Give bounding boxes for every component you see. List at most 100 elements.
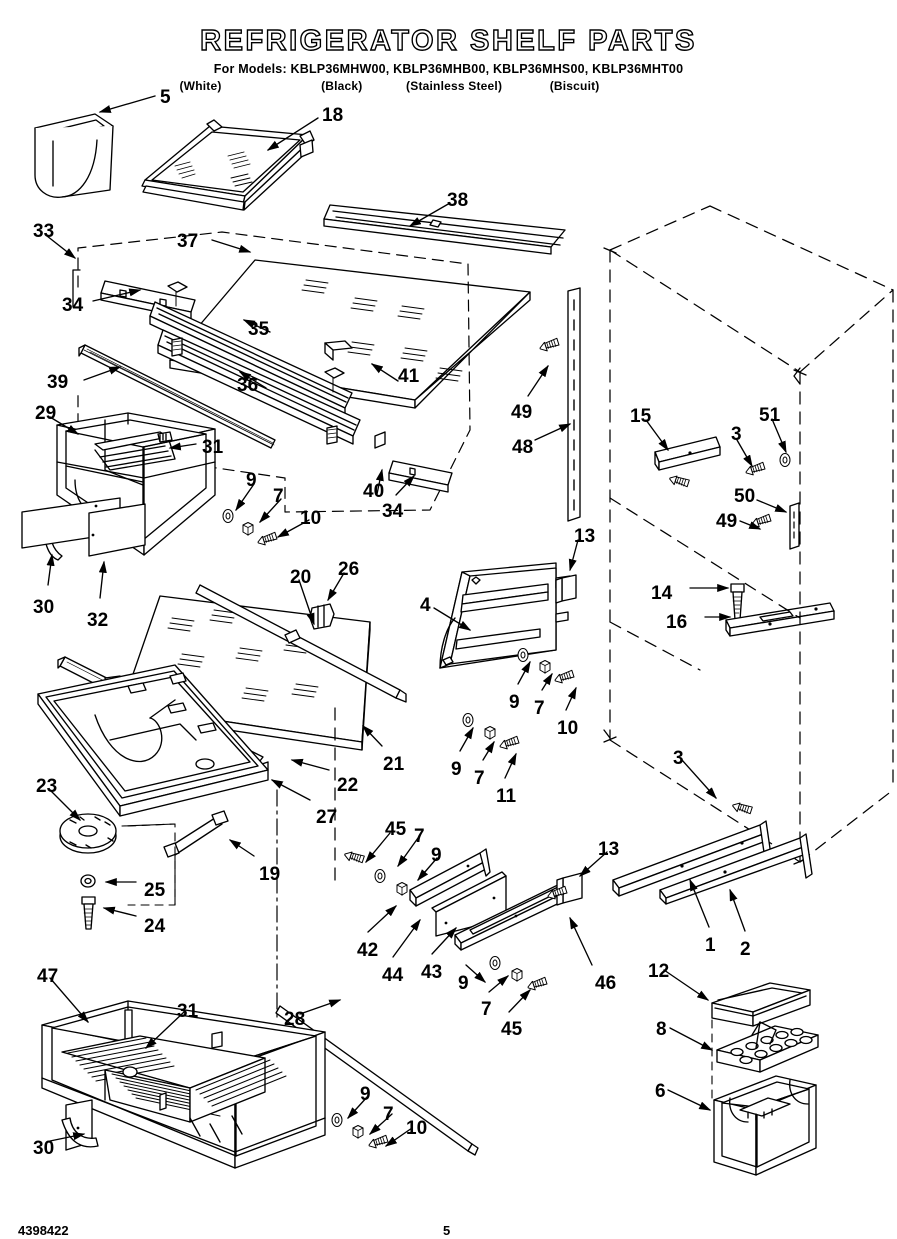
part-51-shape (779, 452, 791, 468)
fastener-stack-4a (517, 647, 576, 686)
part-14-screw-right (667, 473, 690, 490)
part-13b-shape (556, 872, 583, 906)
callout-number: 42 (357, 940, 379, 961)
callout-number: 27 (316, 807, 338, 828)
callout-number: 1 (705, 935, 716, 956)
callout-number: 28 (284, 1009, 306, 1030)
callout-number: 41 (398, 366, 420, 387)
part-20-shape (195, 584, 407, 703)
fastener-stack-29 (222, 508, 279, 548)
callout-number: 13 (574, 526, 596, 547)
part-34b-shape (388, 460, 453, 493)
callout-number: 40 (363, 481, 385, 502)
color-stainless-steel: (Stainless Steel) (406, 79, 503, 93)
callout-number: 25 (144, 880, 166, 901)
callout-number: 10 (406, 1118, 428, 1139)
callout-number: 49 (511, 402, 533, 423)
cabinet-corner-marks (603, 247, 807, 865)
cabinet-outline-dashed (334, 205, 894, 881)
page-title: REFRIGERATOR SHELF PARTS (199, 25, 697, 57)
part-16-shape (725, 602, 835, 637)
color-black: (Black) (321, 79, 363, 93)
callout-number: 43 (421, 962, 443, 983)
callout-number: 37 (177, 231, 199, 252)
callout-number: 7 (273, 486, 284, 507)
callout-number: 7 (474, 768, 485, 789)
part-5-shape (34, 113, 114, 198)
callout-number: 9 (360, 1084, 371, 1105)
callout-number: 45 (501, 1019, 523, 1040)
part-12-shape (711, 982, 811, 1027)
part-3a-screw (744, 461, 767, 478)
part-42-shape (409, 848, 491, 907)
callout-number: 49 (716, 511, 738, 532)
callout-number: 38 (447, 190, 469, 211)
callout-number: 19 (259, 864, 281, 885)
callout-number: 7 (534, 698, 545, 719)
callout-number: 39 (47, 372, 69, 393)
callout-number: 26 (338, 559, 360, 580)
callout-number: 7 (383, 1104, 394, 1125)
callout-number: 10 (557, 718, 579, 739)
manual-part-number: 4398422 (18, 1223, 69, 1238)
callout-number: 51 (759, 405, 781, 426)
fastener-stack-42 (342, 849, 408, 897)
part-4-shape (439, 562, 571, 669)
callout-number: 20 (290, 567, 312, 588)
callout-number: 9 (246, 470, 257, 491)
callout-number: 45 (385, 819, 407, 840)
callout-number: 9 (509, 692, 520, 713)
color-biscuit: (Biscuit) (549, 79, 600, 93)
callout-number: 48 (512, 437, 534, 458)
part-50-shape (789, 502, 800, 550)
part-6-shape (713, 1075, 817, 1176)
callout-number: 46 (595, 973, 617, 994)
page-header: REFRIGERATOR SHELF PARTS For Models: KBL… (0, 0, 897, 93)
callout-number: 3 (731, 424, 742, 445)
callout-number: 14 (651, 583, 673, 604)
models-line: For Models: KBLP36MHW00, KBLP36MHB00, KB… (213, 62, 684, 76)
callout-number: 5 (160, 87, 171, 108)
callout-number: 34 (62, 295, 84, 316)
part-25-shape (80, 874, 96, 888)
callout-number: 7 (481, 999, 492, 1020)
callout-number: 30 (33, 597, 55, 618)
part-47-shape (41, 1000, 326, 1169)
callout-number: 23 (36, 776, 58, 797)
part-40-screws (167, 281, 386, 449)
part-3b-screw (730, 800, 753, 817)
callout-number: 3 (673, 748, 684, 769)
callout-number: 31 (202, 437, 224, 458)
callout-number: 30 (33, 1138, 55, 1159)
page-number: 5 (443, 1223, 451, 1238)
callout-number: 10 (300, 508, 322, 529)
callout-number: 44 (382, 965, 404, 986)
part-34-bracket (72, 269, 81, 308)
callout-number: 36 (237, 375, 259, 396)
callout-number: 13 (598, 839, 620, 860)
part-26-shape (309, 603, 335, 630)
color-white: (White) (179, 79, 222, 93)
callout-number: 34 (382, 501, 404, 522)
callout-number: 9 (431, 845, 442, 866)
callout-number: 31 (177, 1001, 199, 1022)
part-24-shape (81, 896, 96, 930)
part-15-shape (654, 436, 721, 471)
part-49a-screw (538, 337, 561, 354)
part-18-shape (141, 119, 315, 211)
callout-number: 21 (383, 754, 405, 775)
model-colors-line: (White) (Black) (Stainless Steel) (Biscu… (0, 79, 897, 93)
callout-number: 8 (656, 1019, 667, 1040)
callout-number: 11 (496, 786, 517, 807)
leader-lines (46, 95, 788, 1147)
part-13a-shape (555, 574, 577, 604)
callout-number: 35 (248, 319, 270, 340)
callout-number: 16 (666, 612, 688, 633)
callout-number: 15 (630, 406, 652, 427)
part-1-shape (612, 820, 773, 897)
callout-number: 12 (648, 961, 670, 982)
callout-number: 33 (33, 221, 55, 242)
part-48-shape (567, 287, 581, 522)
callout-number: 29 (35, 403, 57, 424)
